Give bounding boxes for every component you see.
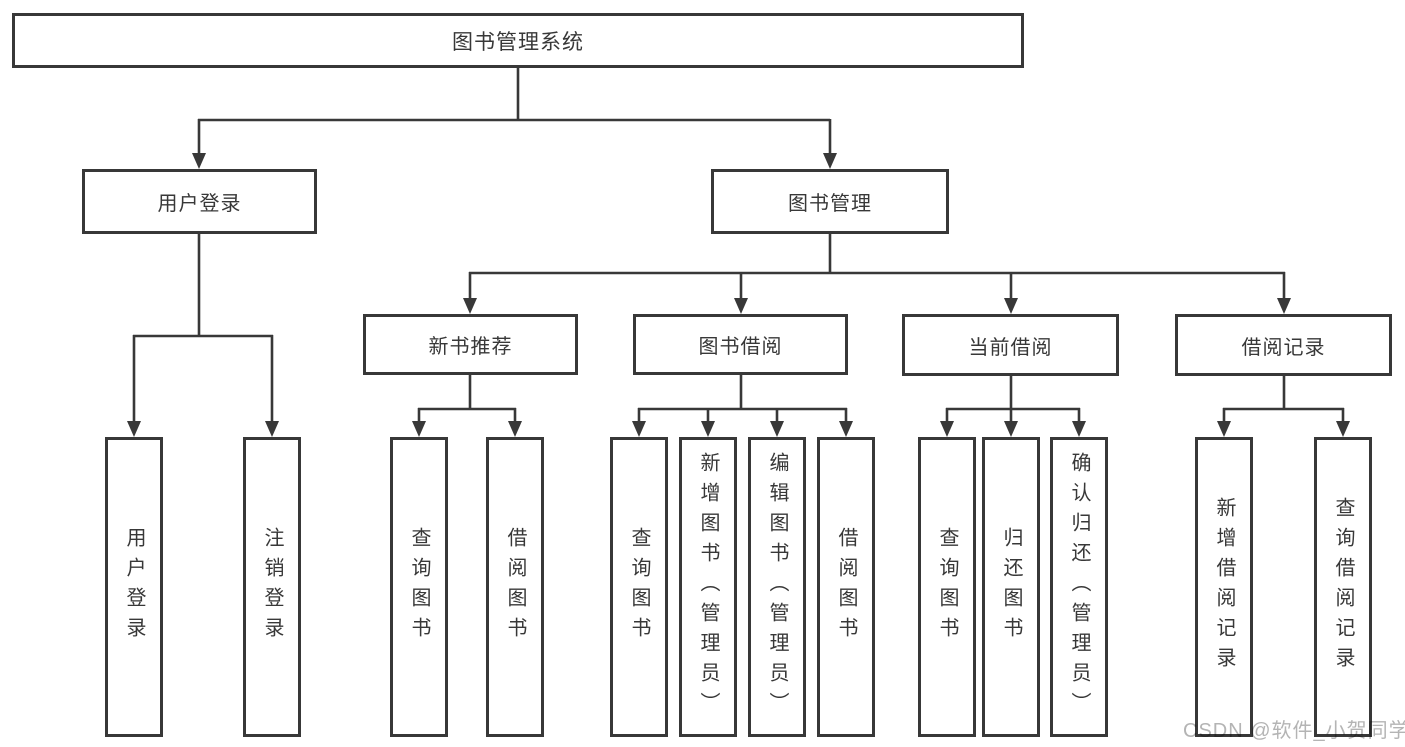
leaf-query-books-borrowing: 查询图书 bbox=[610, 437, 668, 737]
node-current-borrowing: 当前借阅 bbox=[902, 314, 1119, 376]
node-new-book-recommend: 新书推荐 bbox=[363, 314, 578, 375]
leaf-borrow-books-recommend: 借阅图书 bbox=[486, 437, 544, 737]
leaf-edit-books-admin: 编辑图书（管理员） bbox=[748, 437, 806, 737]
leaf-query-books-recommend: 查询图书 bbox=[390, 437, 448, 737]
node-user-login: 用户登录 bbox=[82, 169, 317, 234]
leaf-add-books-admin: 新增图书（管理员） bbox=[679, 437, 737, 737]
node-book-management: 图书管理 bbox=[711, 169, 949, 234]
leaf-logout: 注销登录 bbox=[243, 437, 301, 737]
arrowheads bbox=[127, 153, 1350, 437]
node-library-management-system: 图书管理系统 bbox=[12, 13, 1024, 68]
leaf-query-borrow-record: 查询借阅记录 bbox=[1314, 437, 1372, 737]
node-book-borrowing: 图书借阅 bbox=[633, 314, 848, 375]
leaf-user-login: 用户登录 bbox=[105, 437, 163, 737]
leaf-confirm-return-admin: 确认归还（管理员） bbox=[1050, 437, 1108, 737]
leaf-borrow-books: 借阅图书 bbox=[817, 437, 875, 737]
leaf-query-books-current: 查询图书 bbox=[918, 437, 976, 737]
node-borrowing-records: 借阅记录 bbox=[1175, 314, 1392, 376]
leaf-add-borrow-record: 新增借阅记录 bbox=[1195, 437, 1253, 737]
csdn-watermark: CSDN @软件_小贺同学 bbox=[1183, 720, 1405, 742]
leaf-return-books: 归还图书 bbox=[982, 437, 1040, 737]
